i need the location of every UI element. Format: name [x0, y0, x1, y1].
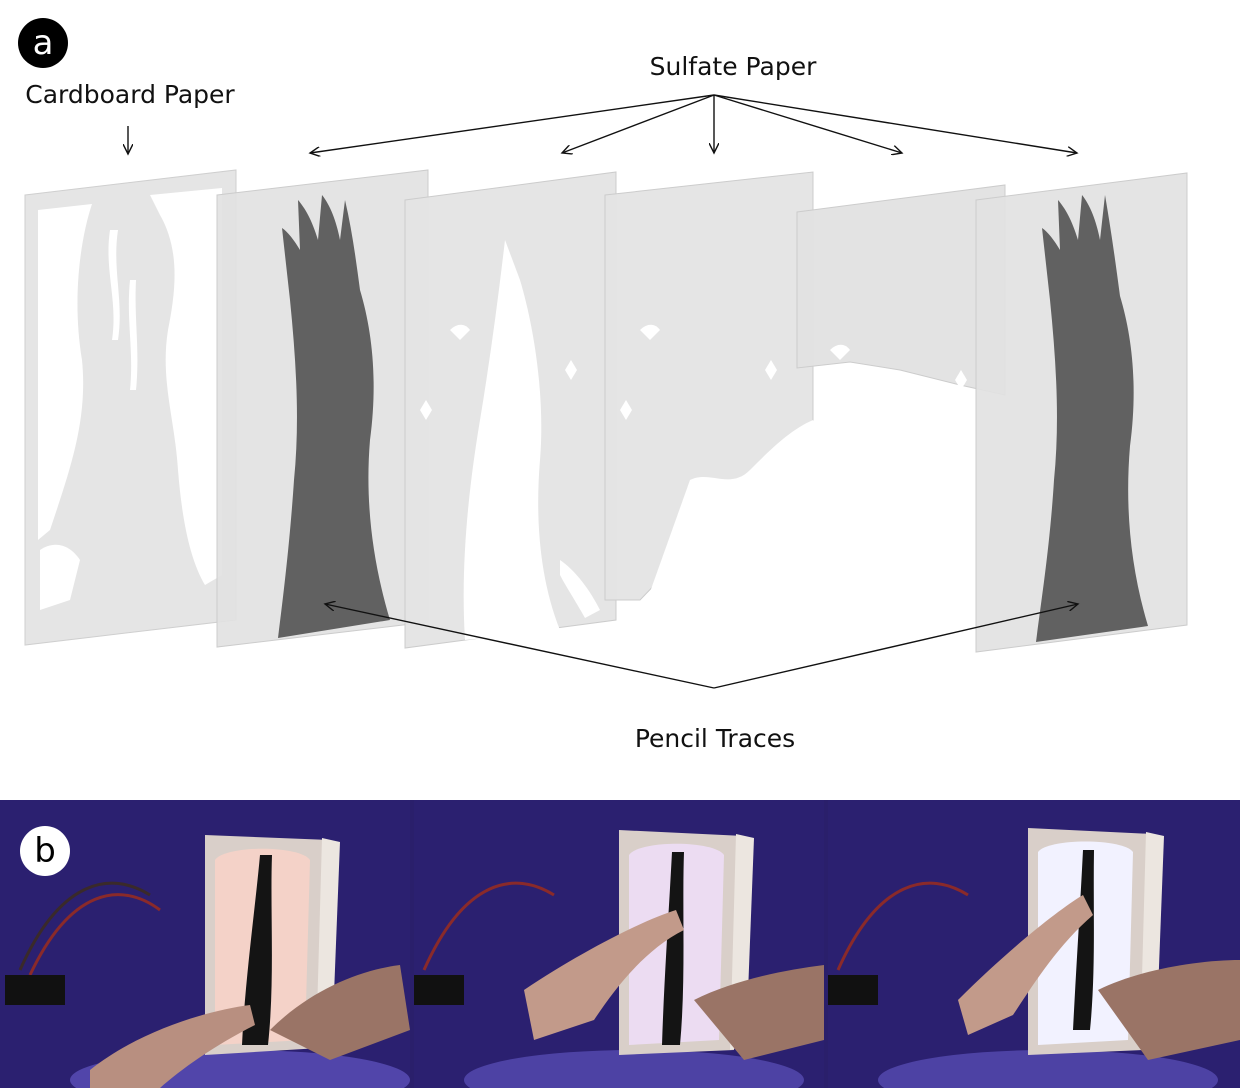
- photo-touch-base: [0, 800, 410, 1088]
- pencil-trace-tree-left: [278, 195, 390, 638]
- pencil-trace-tree-right: [1036, 195, 1148, 642]
- sulfate-layer-4: [796, 184, 1006, 396]
- sulfate-layer-5: [975, 172, 1188, 653]
- pencil-traces-label: Pencil Traces: [634, 724, 796, 753]
- cardboard-paper-layer: [24, 169, 237, 646]
- photo-touch-middle: [414, 800, 824, 1088]
- sulfate-paper-label: Sulfate Paper: [649, 52, 817, 81]
- panel-b-badge: b: [20, 826, 70, 876]
- photo-touch-top: [828, 800, 1240, 1088]
- exploded-layers-diagram: [24, 94, 1188, 689]
- sulfate-layer-3: [604, 171, 814, 620]
- layers-illustration: [24, 94, 1188, 689]
- sulfate-layer-1: [216, 169, 429, 648]
- cardboard-paper-label: Cardboard Paper: [25, 80, 235, 109]
- pencil-arrows: [325, 604, 1078, 689]
- photo-strip: [0, 800, 1240, 1088]
- sulfate-layer-2: [404, 171, 617, 649]
- panel-a-badge: a: [18, 18, 68, 68]
- sulfate-arrows: [310, 94, 1077, 153]
